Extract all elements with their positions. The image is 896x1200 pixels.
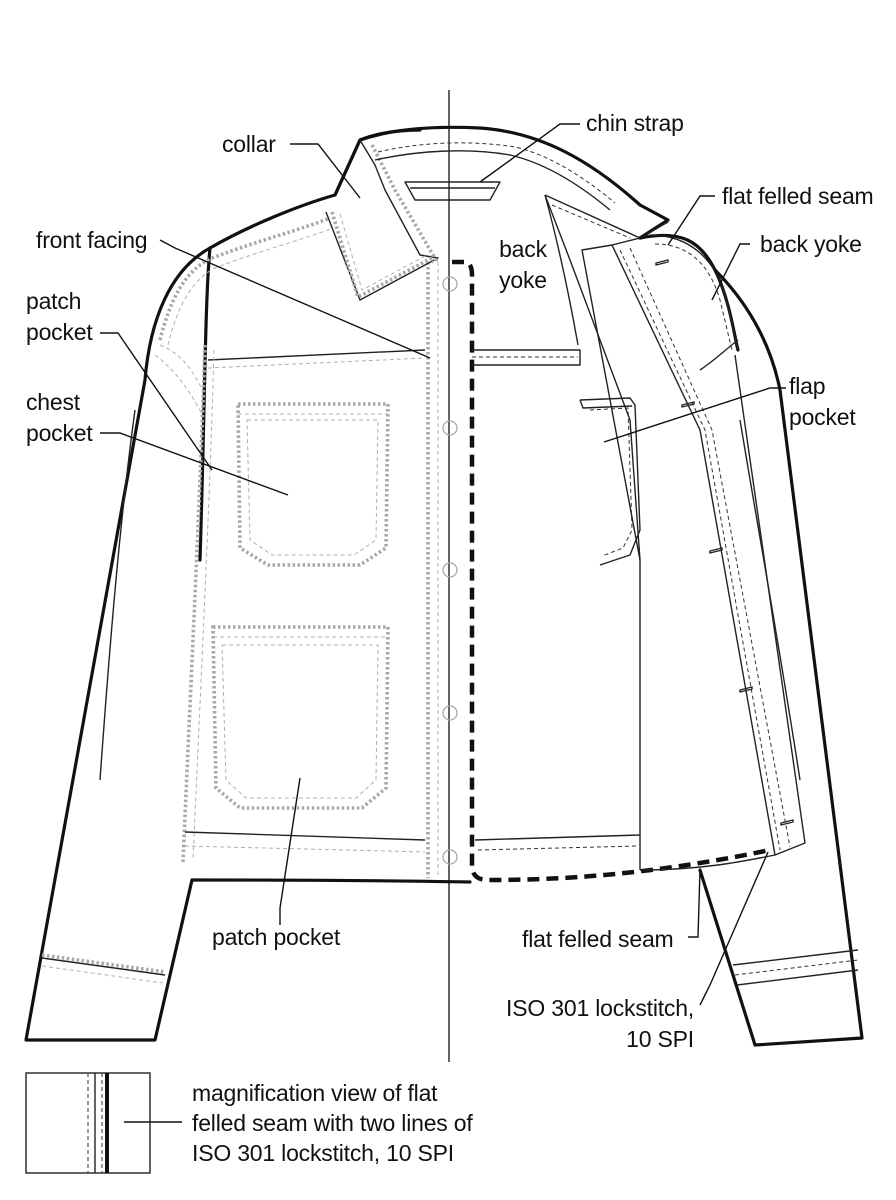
label-patch-pocket-lower: patch pocket: [212, 924, 341, 950]
label-flat-felled-seam-top: flat felled seam: [722, 183, 874, 209]
label-back-yoke-outer: back yoke: [760, 231, 862, 257]
left-sleeve: [24, 246, 212, 1042]
label-chest-pocket: chest pocket: [26, 389, 93, 446]
label-front-facing: front facing: [36, 227, 148, 253]
right-front-panel: [581, 233, 806, 856]
label-flap-pocket: flap pocket: [789, 373, 856, 430]
right-interior: [472, 194, 641, 870]
collar: [325, 125, 670, 301]
hidden-front-edge: [452, 259, 771, 883]
label-magnification: magnification view of flat felled seam w…: [192, 1080, 473, 1166]
leader-lines: [100, 123, 786, 1123]
label-patch-pocket-upper: patch pocket: [26, 288, 93, 345]
label-flat-felled-seam-bottom: flat felled seam: [522, 926, 674, 952]
label-back-yoke-inner: back yoke: [499, 236, 547, 293]
left-pockets: [211, 402, 390, 810]
left-body: [158, 128, 472, 884]
label-collar: collar: [222, 131, 276, 157]
label-lockstitch: ISO 301 lockstitch, 10 SPI: [506, 995, 694, 1052]
right-sleeve: [698, 268, 864, 1047]
front-buttons: [442, 276, 458, 865]
right-hem: [639, 854, 776, 871]
magnification-box: [25, 1072, 151, 1174]
label-chin-strap: chin strap: [586, 110, 684, 136]
